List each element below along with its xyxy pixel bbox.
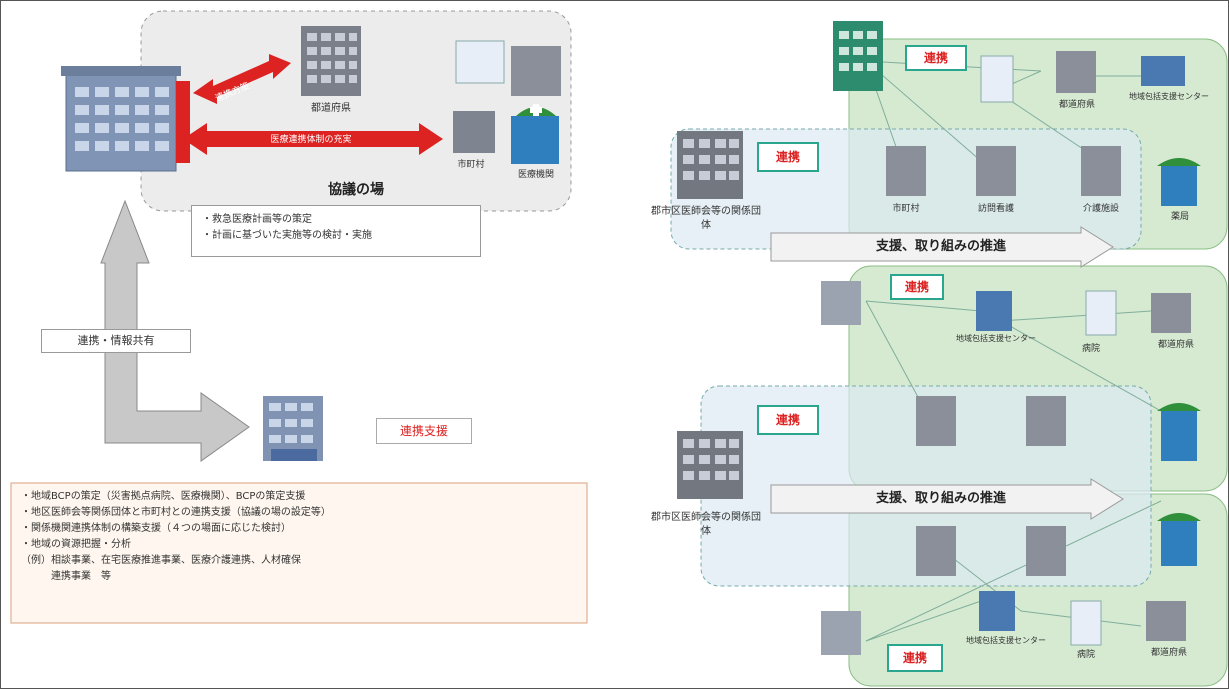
pharmacy-icons [1157, 158, 1201, 566]
facility-cluster-icons [453, 40, 561, 164]
pref-building-icon [833, 21, 883, 91]
association-building-icon [677, 131, 743, 199]
node-label-center-3: 地域包括支援センター [966, 636, 1046, 645]
clinic-label: 市町村 [457, 160, 485, 170]
region-label-2: 郡市区医師会等の関係団体 [651, 512, 761, 537]
coop-tag-5: 連携 [887, 644, 943, 672]
hospital-label: 医療機関 [517, 170, 554, 180]
banner-arrow-2 [770, 478, 1124, 520]
coop-tag-3: 連携 [890, 274, 944, 300]
support-building-icon [263, 396, 323, 461]
node-label-pref-2: 都道府県 [1157, 340, 1194, 350]
node-label-care: 訪問看護 [977, 204, 1014, 214]
support-item: ・関係機関連携体制の構築支援（４つの場面に応じた検討） [21, 523, 291, 534]
support-items-box [10, 482, 588, 624]
city-building-label: 都道府県 [311, 103, 351, 114]
node-label-pref-3: 都道府県 [1150, 648, 1187, 658]
node-label-pref: 都道府県 [1058, 100, 1095, 110]
support-label-tag: 連携支援 [376, 418, 472, 444]
association-building-icon-2 [677, 431, 743, 499]
forum-item: ・計画に基づいた実施等の検討・実施 [202, 230, 372, 241]
arrow-label-long: 医療連携体制の充実 [270, 135, 352, 145]
banner-arrow-1 [770, 226, 1114, 268]
node-label-hospital-2: 病院 [1076, 650, 1095, 660]
banner-label-2: 支援、取り組みの推進 [875, 491, 1006, 506]
cooperation-arrow-short [193, 54, 291, 104]
node-label-center: 地域包括支援センター [1129, 92, 1209, 101]
left-diagram-canvas [10, 10, 588, 624]
support-item: 連携事業 等 [21, 571, 111, 582]
node-label-other: 介護施設 [1082, 204, 1119, 214]
forum-items-box: ・救急医療計画等の策定 ・計画に基づいた実施等の検討・実施 [191, 205, 481, 257]
share-label-box: 連携・情報共有 [41, 329, 191, 353]
support-item: ・地区医師会等関係団体と市町村との連携支援（協議の場の設定等） [21, 507, 331, 518]
right-diagram-canvas [670, 21, 1228, 687]
coop-tag-4: 連携 [757, 405, 819, 435]
node-label-pharm: 薬局 [1170, 212, 1189, 222]
forum-title: 協議の場 [328, 182, 384, 198]
city-building-icon [301, 26, 361, 96]
facility-icons [821, 51, 1191, 655]
cooperation-arrow-long [183, 123, 443, 155]
support-item: （例）相談事業、在宅医療推進事業、医療介護連携、人材確保 [21, 555, 301, 566]
node-label-hospital: 病院 [1081, 344, 1100, 354]
node-label-center-2: 地域包括支援センター [956, 334, 1036, 343]
region-label-1: 郡市区医師会等の関係団体 [651, 206, 761, 231]
coop-tag-1: 連携 [905, 45, 967, 71]
node-label-city: 市町村 [892, 204, 920, 214]
support-items-list: ・地域BCPの策定（災害拠点病院、医療機関）、BCPの策定支援 ・地区医師会等関… [21, 489, 581, 585]
prefecture-building-icon [61, 66, 190, 172]
support-item: ・地域の資源把握・分析 [21, 539, 131, 550]
coop-tag-2: 連携 [757, 142, 819, 172]
forum-item: ・救急医療計画等の策定 [202, 214, 312, 225]
support-item: ・地域BCPの策定（災害拠点病院、医療機関）、BCPの策定支援 [21, 491, 306, 502]
banner-label-1: 支援、取り組みの推進 [875, 239, 1006, 254]
